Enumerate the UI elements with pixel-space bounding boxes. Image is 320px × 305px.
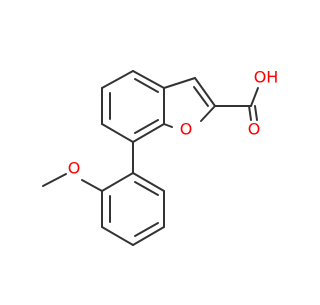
bond: [132, 70, 165, 89]
bond: [132, 172, 165, 192]
bond: [163, 77, 196, 89]
molecule-canvas: O OH O O: [0, 0, 300, 300]
bond: [134, 78, 159, 93]
methoxy-group: [42, 173, 103, 192]
carboxylic-acid-group: [214, 87, 259, 121]
atom-label-hydroxyl: OH: [254, 68, 279, 87]
bond: [194, 77, 216, 107]
atom-label-carbonyl-oxygen: O: [248, 120, 261, 139]
methoxyphenyl-ring: [101, 172, 165, 246]
bond: [193, 86, 209, 107]
structure-diagram: O OH O O: [0, 0, 300, 300]
bond: [132, 226, 165, 246]
bond: [101, 123, 134, 143]
atom-label-methoxy-oxygen: O: [68, 159, 81, 178]
bond: [254, 105, 258, 121]
bond: [101, 70, 134, 89]
bond: [250, 87, 259, 107]
bond: [200, 105, 216, 122]
bond: [134, 222, 159, 237]
bond: [101, 226, 134, 246]
bond: [134, 119, 159, 134]
bond: [134, 181, 159, 196]
background: [0, 0, 300, 300]
benzofuran-benzene-ring: [101, 70, 165, 143]
bond: [101, 172, 134, 192]
bond: [132, 123, 165, 143]
bond: [81, 179, 103, 192]
atom-label-furan-oxygen: O: [180, 120, 193, 139]
bond: [163, 123, 173, 128]
bond: [42, 173, 67, 187]
bond: [248, 105, 252, 121]
furan-ring: [163, 77, 216, 128]
